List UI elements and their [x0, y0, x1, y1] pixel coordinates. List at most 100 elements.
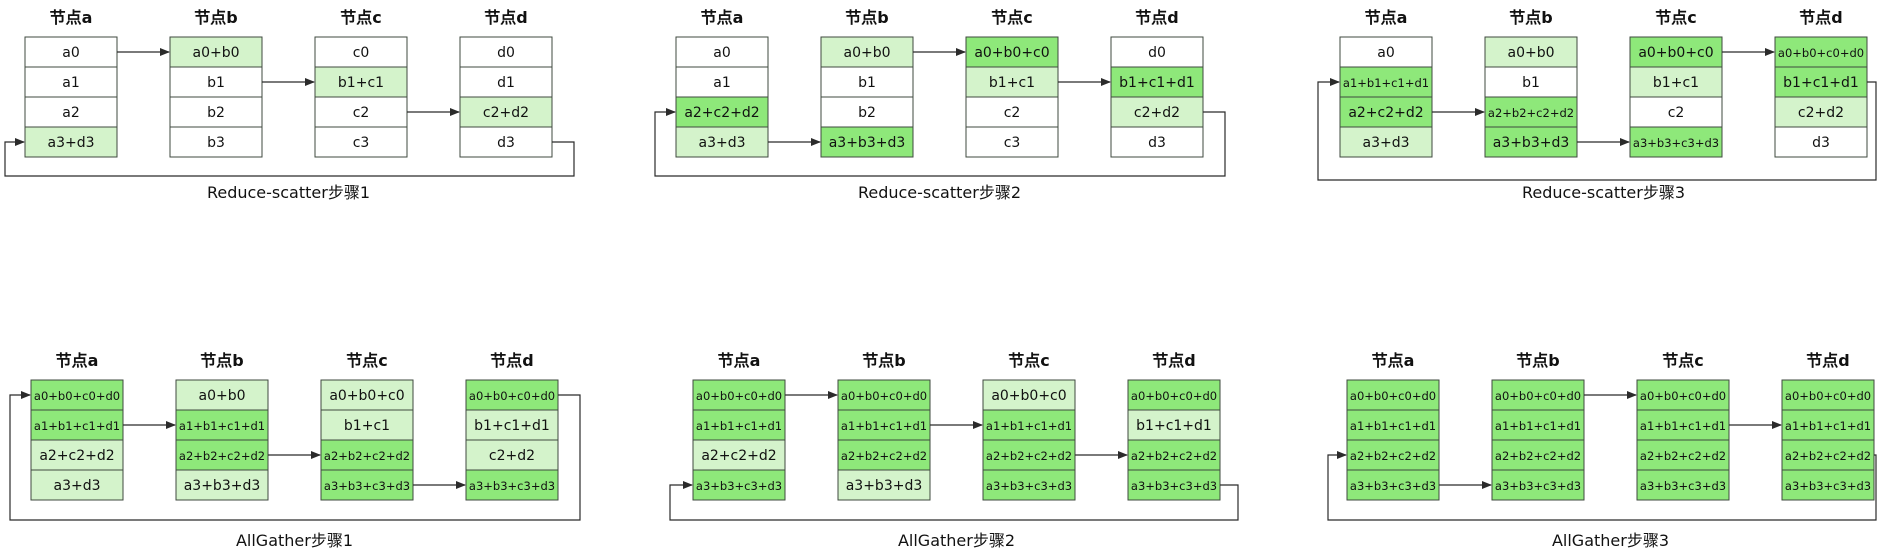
buffer-cell — [1636, 439, 1730, 471]
cell-value: a1+b1+c1+d1 — [1343, 76, 1429, 90]
buffer-cell — [1629, 126, 1723, 158]
panel-caption: Reduce-scatter步骤1 — [207, 183, 370, 202]
wraparound-arrow — [1317, 78, 1877, 181]
cell-value: a3+b3+c3+d3 — [1640, 479, 1726, 493]
node-label: 节点a — [718, 351, 761, 370]
panel-caption: Reduce-scatter步骤3 — [1522, 183, 1685, 202]
cell-value: a0+b0+c0 — [329, 388, 404, 404]
buffer-cell — [675, 36, 769, 68]
cell-value: a1 — [62, 75, 80, 91]
buffer-cell — [837, 409, 931, 441]
cell-value: a0 — [62, 45, 80, 61]
node-label: 节点b — [1509, 8, 1552, 27]
buffer-cell — [320, 379, 414, 411]
cell-value: a0+b0+c0+d0 — [841, 389, 927, 403]
cell-value: a3+b3+d3 — [829, 135, 906, 151]
cell-value: a1+b1+c1+d1 — [841, 419, 927, 433]
wraparound-arrow — [1327, 451, 1877, 521]
cell-value: a2+b2+c2+d2 — [179, 449, 265, 463]
buffer-cell — [30, 439, 124, 471]
cell-value: b1 — [858, 75, 876, 91]
buffer-cell — [965, 126, 1059, 158]
cell-value: a3+b3+c3+d3 — [469, 479, 555, 493]
cell-value: c2+d2 — [1134, 105, 1180, 121]
panel-4: 节点aa0+b0+c0+d0a1+b1+c1+d1a2+c2+d2a3+d3节点… — [9, 351, 581, 550]
node-label: 节点b — [862, 351, 905, 370]
cell-value: a3+b3+c3+d3 — [986, 479, 1072, 493]
node-label: 节点b — [1516, 351, 1559, 370]
node-label: 节点a — [701, 8, 744, 27]
buffer-cell — [1491, 379, 1585, 411]
buffer-cell — [965, 36, 1059, 68]
buffer-cell — [465, 439, 559, 471]
buffer-cell — [465, 469, 559, 501]
buffer-cell — [1110, 126, 1204, 158]
cell-value: a0+b0 — [198, 388, 245, 404]
cell-value: d0 — [1148, 45, 1166, 61]
cell-value: a0+b0 — [843, 45, 890, 61]
buffer-cell — [1127, 439, 1221, 471]
node-label: 节点c — [1662, 351, 1704, 370]
buffer-cell — [320, 469, 414, 501]
cell-value: a2+c2+d2 — [684, 105, 759, 121]
buffer-cell — [1346, 379, 1440, 411]
buffer-cell — [837, 379, 931, 411]
cell-value: a0+b0+c0 — [991, 388, 1066, 404]
buffer-cell — [1629, 96, 1723, 128]
node-label: 节点d — [1152, 351, 1195, 370]
node-label: 节点a — [56, 351, 99, 370]
buffer-cell — [965, 96, 1059, 128]
node-label: 节点b — [200, 351, 243, 370]
cell-value: a3+b3+c3+d3 — [696, 479, 782, 493]
panel-caption: AllGather步骤3 — [1552, 531, 1669, 550]
cell-value: a1 — [713, 75, 731, 91]
cell-value: a3+b3+d3 — [184, 478, 261, 494]
buffer-cell — [30, 379, 124, 411]
node-label: 节点a — [1372, 351, 1415, 370]
cell-value: a0+b0+c0+d0 — [1495, 389, 1581, 403]
cell-value: c2 — [1668, 105, 1685, 121]
panel-caption: Reduce-scatter步骤2 — [858, 183, 1021, 202]
buffer-cell — [1127, 409, 1221, 441]
node-label: 节点c — [346, 351, 388, 370]
cell-value: a3+b3+c3+d3 — [324, 479, 410, 493]
panel-6: 节点aa0+b0+c0+d0a1+b1+c1+d1a2+b2+c2+d2a3+b… — [1327, 351, 1877, 550]
cell-value: a3+d3 — [698, 135, 745, 151]
buffer-cell — [675, 96, 769, 128]
buffer-cell — [175, 439, 269, 471]
cell-value: a0+b0+c0+d0 — [1785, 389, 1871, 403]
buffer-cell — [1484, 66, 1578, 98]
buffer-cell — [175, 379, 269, 411]
node-label: 节点b — [845, 8, 888, 27]
cell-value: b1+c1+d1 — [474, 418, 550, 434]
node-label: 节点b — [194, 8, 237, 27]
buffer-cell — [965, 66, 1059, 98]
buffer-cell — [837, 469, 931, 501]
buffer-cell — [1346, 409, 1440, 441]
buffer-cell — [1491, 439, 1585, 471]
cell-value: b1 — [207, 75, 225, 91]
buffer-cell — [1781, 409, 1875, 441]
panel-1: 节点aa0a1a2a3+d3节点ba0+b0b1b2b3节点cc0b1+c1c2… — [4, 8, 575, 202]
cell-value: a1+b1+c1+d1 — [1640, 419, 1726, 433]
cell-value: a1+b1+c1+d1 — [986, 419, 1072, 433]
cell-value: b2 — [858, 105, 876, 121]
cell-value: a0+b0+c0+d0 — [1131, 389, 1217, 403]
cell-value: a3+b3+c3+d3 — [1495, 479, 1581, 493]
cell-value: a2+c2+d2 — [701, 448, 776, 464]
buffer-cell — [1636, 379, 1730, 411]
buffer-cell — [1339, 66, 1433, 98]
cell-value: a0+b0+c0+d0 — [696, 389, 782, 403]
buffer-cell — [1774, 36, 1868, 68]
node-label: 节点d — [484, 8, 527, 27]
buffer-cell — [1491, 469, 1585, 501]
node-label: 节点a — [50, 8, 93, 27]
buffer-cell — [24, 36, 118, 68]
cell-value: a3+b3+c3+d3 — [1785, 479, 1871, 493]
cell-value: c2+d2 — [483, 105, 529, 121]
buffer-cell — [820, 126, 914, 158]
buffer-cell — [175, 469, 269, 501]
buffer-cell — [1781, 379, 1875, 411]
